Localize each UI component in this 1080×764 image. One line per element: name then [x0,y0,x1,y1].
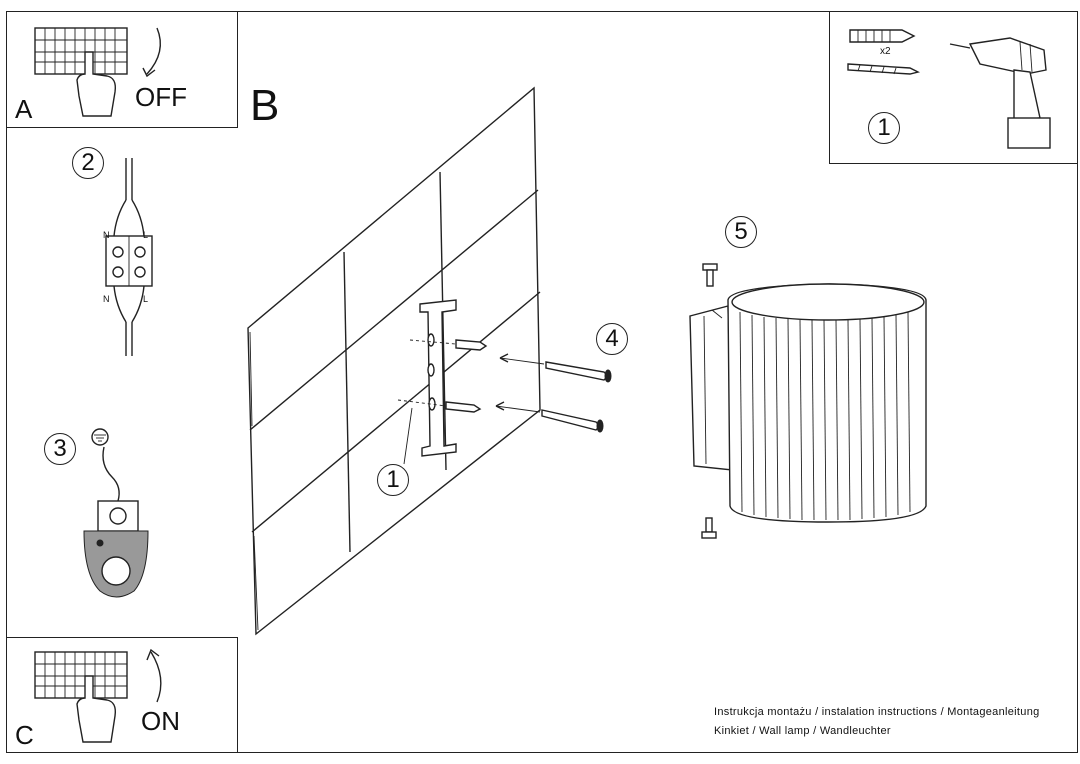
multiplier-label: x2 [880,46,891,57]
step-2-badge: 2 [72,147,104,179]
step-4-badge: 4 [596,323,628,355]
lamp-screw-top-icon [702,263,718,287]
panel-a: A OFF [6,11,238,128]
panel-b-letter: B [250,81,280,130]
step-1-mount-badge: 1 [377,464,409,496]
panel-a-action: OFF [135,82,187,112]
step-1-tools-badge: 1 [868,112,900,144]
panel-a-letter: A [15,94,33,124]
footer-instructions: Instrukcja montażu / instalation instruc… [714,706,1040,718]
wall-plug-icon [397,339,488,413]
wall-plug-icon [847,29,921,75]
fuse-box-icon [34,27,161,117]
wire-label-l-bottom: L [143,294,149,304]
panel-c-action: ON [141,706,180,736]
ground-terminal-icon [83,428,149,598]
wire-label-l-top: L [143,230,149,240]
footer-product: Kinkiet / Wall lamp / Wandleuchter [714,725,891,737]
fuse-box-icon [34,648,162,743]
screw-icon [495,353,612,433]
terminal-block-icon [105,158,153,356]
panel-c-letter: C [15,720,34,750]
lamp-screw-bottom-icon [701,517,717,539]
diagram-frame [6,11,1078,753]
wire-label-n-top: N [103,230,110,240]
panel-c: C ON [6,637,238,753]
wire-label-n-bottom: N [103,294,110,304]
tools-panel: x2 1 [829,11,1078,164]
drill-icon [949,37,1051,149]
step-3-badge: 3 [44,433,76,465]
step-5-badge: 5 [725,216,757,248]
